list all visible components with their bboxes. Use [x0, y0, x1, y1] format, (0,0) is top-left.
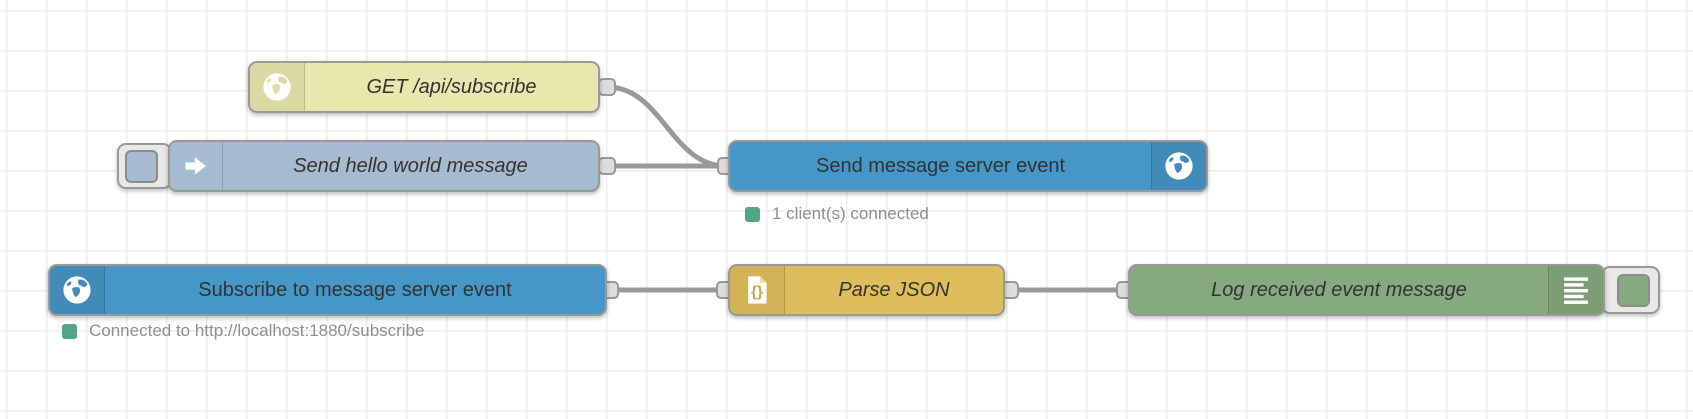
node-sse-out[interactable]: Send message server event	[728, 140, 1208, 192]
globe-icon	[250, 63, 305, 111]
port-inject-output[interactable]	[598, 157, 616, 175]
debug-lines-icon	[1548, 266, 1603, 314]
status-text: 1 client(s) connected	[772, 204, 929, 223]
node-inject[interactable]: Send hello world message	[168, 140, 600, 192]
node-label: Subscribe to message server event	[198, 278, 512, 301]
globe-icon	[1151, 142, 1206, 190]
node-label: Send message server event	[815, 154, 1066, 177]
globe-icon	[50, 266, 105, 314]
inject-arrow-icon	[170, 142, 223, 190]
node-json[interactable]: {} Parse JSON	[728, 264, 1005, 316]
node-debug[interactable]: Log received event message	[1128, 264, 1605, 316]
svg-text:{}: {}	[751, 283, 763, 300]
json-file-icon: {}	[730, 266, 785, 314]
node-label: GET /api/subscribe	[366, 75, 537, 98]
status-connected-dot	[62, 323, 77, 339]
status-text: Connected to http://localhost:1880/subsc…	[89, 321, 425, 340]
status-connected-dot	[745, 206, 760, 222]
node-http-in[interactable]: GET /api/subscribe	[248, 61, 600, 113]
debug-toggle-pad	[1617, 273, 1650, 307]
wire-httpin-to-sseout[interactable]	[604, 84, 729, 169]
node-status: 1 client(s) connected	[745, 204, 929, 224]
inject-button-pad	[125, 149, 158, 183]
node-label: Log received event message	[1211, 278, 1467, 301]
node-label: Parse JSON	[838, 278, 950, 301]
node-status: Connected to http://localhost:1880/subsc…	[62, 321, 425, 341]
node-sse-in[interactable]: Subscribe to message server event	[48, 264, 607, 316]
port-httpin-output[interactable]	[598, 78, 616, 96]
debug-toggle-button[interactable]	[1601, 266, 1660, 314]
inject-button[interactable]	[117, 143, 172, 189]
node-label: Send hello world message	[293, 154, 528, 177]
